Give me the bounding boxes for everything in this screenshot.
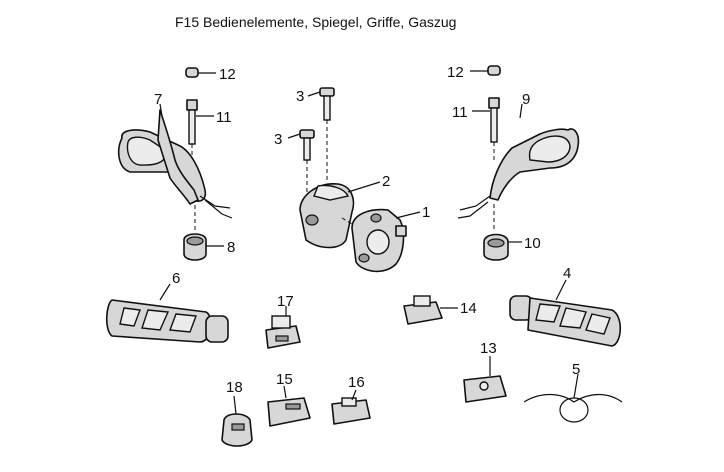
callout-12-left: 12 (219, 66, 236, 83)
screws (299, 87, 335, 200)
upper-housing (299, 183, 355, 249)
callout-2: 2 (382, 173, 390, 190)
switch-14 (403, 295, 443, 325)
callout-10: 10 (524, 235, 541, 252)
bolt-head-left (186, 99, 198, 111)
diagram-title: F15 Bedienelemente, Spiegel, Griffe, Gas… (175, 14, 457, 30)
callout-3-top: 3 (296, 88, 304, 105)
switch-18 (221, 413, 253, 447)
bolt-shaft-right (490, 107, 498, 143)
callout-17: 17 (277, 293, 294, 310)
right-grip (509, 295, 622, 347)
cable-spring (523, 393, 623, 423)
callout-3-bottom: 3 (274, 131, 282, 148)
cap-nut-right (487, 65, 501, 76)
callout-12-right: 12 (447, 64, 464, 81)
callout-6: 6 (172, 270, 180, 287)
right-mirror-assembly (457, 65, 580, 261)
switch-17 (265, 315, 301, 349)
callout-15: 15 (276, 371, 293, 388)
callout-11-left: 11 (216, 109, 232, 126)
callout-13: 13 (480, 340, 497, 357)
switch-13 (463, 375, 507, 403)
callout-14: 14 (460, 300, 477, 317)
cap-nut-left (185, 67, 199, 78)
callout-11-right: 11 (452, 104, 468, 121)
switch-15 (267, 397, 311, 427)
switch-16 (331, 397, 371, 425)
left-mirror-arm (157, 109, 199, 205)
callout-7: 7 (154, 91, 162, 108)
callout-8: 8 (227, 239, 235, 256)
callout-16: 16 (348, 374, 365, 391)
callout-1: 1 (422, 204, 430, 221)
callout-5: 5 (572, 361, 580, 378)
bolt-head-right (488, 97, 500, 109)
callout-18: 18 (226, 379, 243, 396)
left-grip (105, 299, 229, 343)
callout-4: 4 (563, 265, 571, 282)
callouts: 12 11 7 8 6 3 3 2 1 12 11 9 10 4 17 14 1… (154, 64, 580, 415)
callout-9: 9 (522, 91, 530, 108)
left-mirror-assembly (117, 67, 233, 261)
bolt-shaft-left (188, 109, 196, 145)
switch-housing (299, 183, 407, 273)
